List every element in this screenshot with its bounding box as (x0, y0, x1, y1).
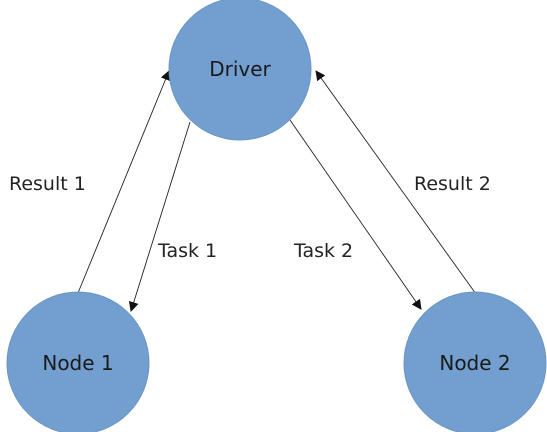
edge-task-2-arrow (289, 119, 422, 310)
node-2-node: Node 2 (403, 291, 547, 432)
edge-result-1-arrow (77, 70, 171, 294)
driver-node: Driver (168, 0, 312, 141)
driver-label: Driver (209, 57, 271, 81)
edge-task-2-label: Task 2 (293, 240, 353, 262)
node-1-node: Node 1 (6, 291, 150, 432)
edge-result-2-arrow (315, 70, 477, 295)
edge-result-1-label: Result 1 (9, 173, 86, 195)
edge-result-2-label: Result 2 (414, 173, 491, 195)
node-2-label: Node 2 (439, 351, 510, 375)
edge-task-1-label: Task 1 (157, 240, 217, 262)
edge-task-1-arrow (128, 121, 191, 312)
node-1-label: Node 1 (42, 351, 113, 375)
